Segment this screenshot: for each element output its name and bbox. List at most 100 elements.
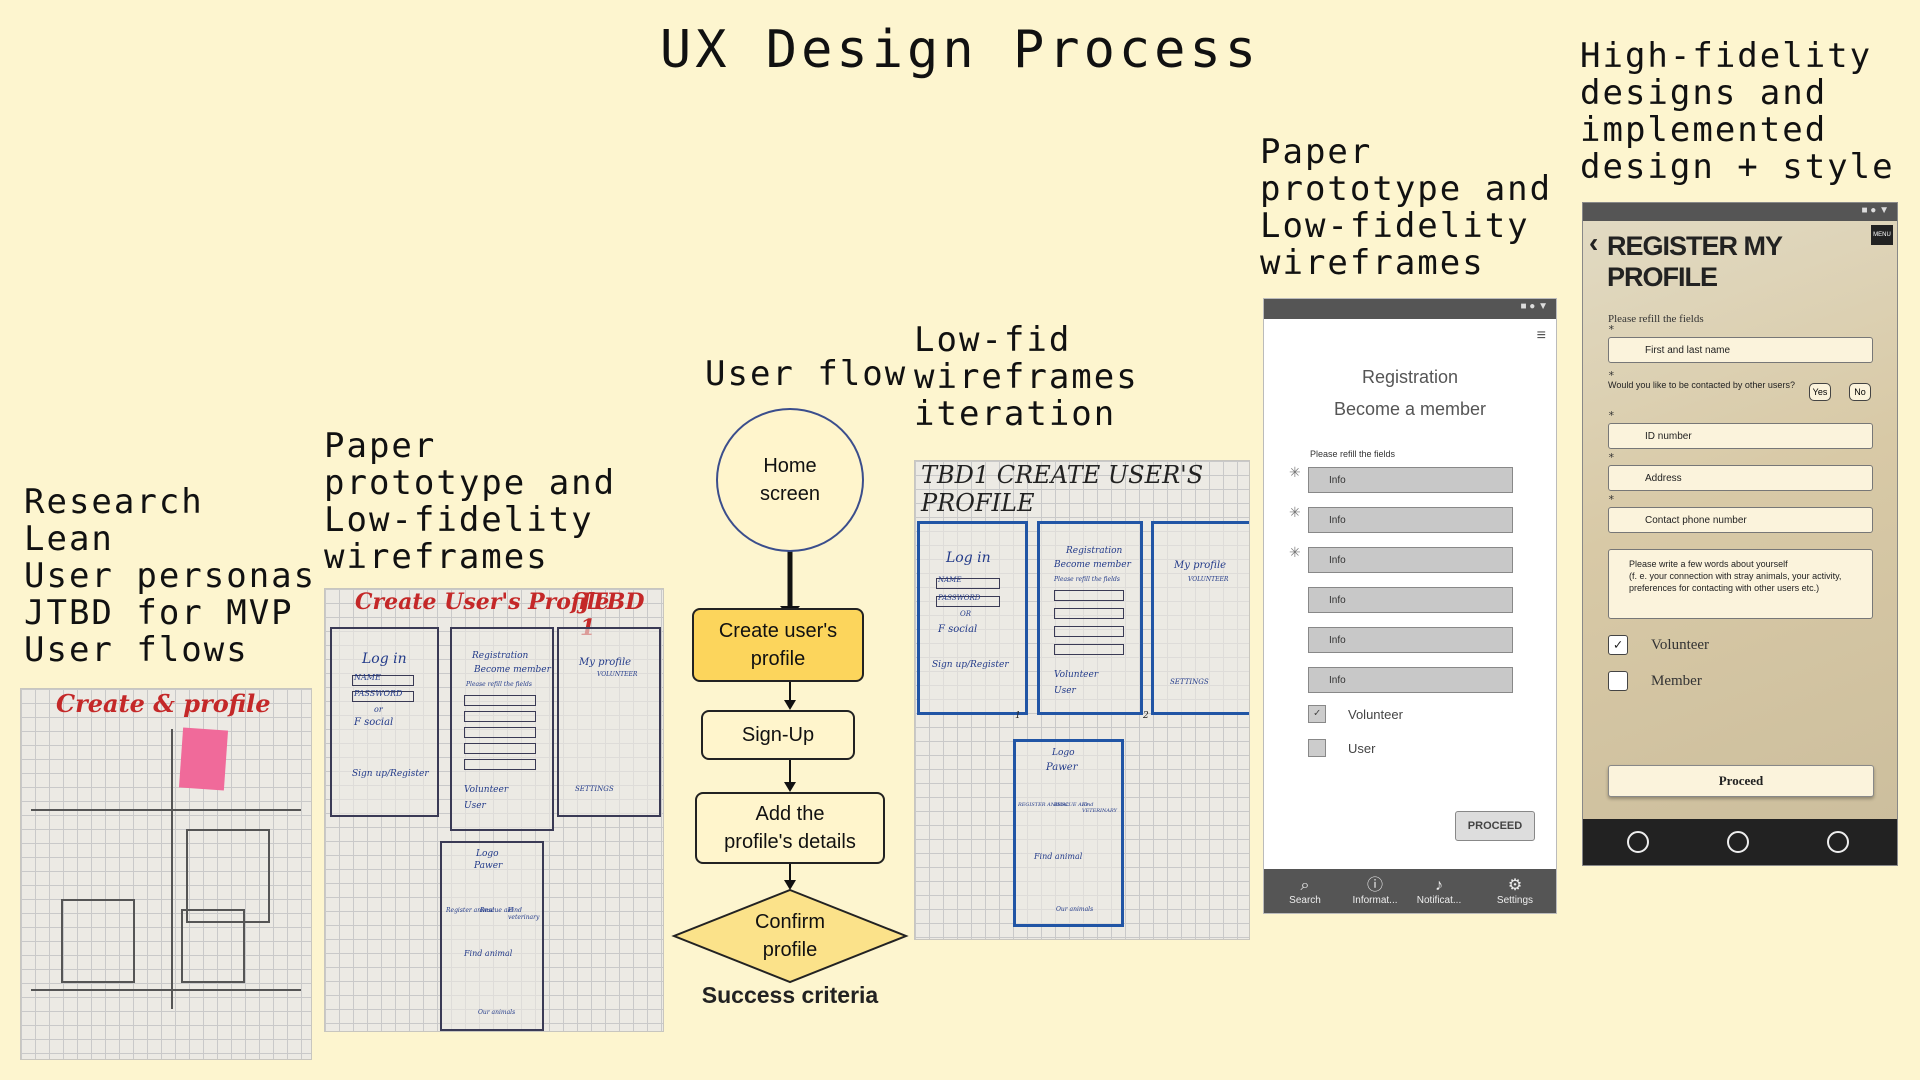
volunteer-checkbox[interactable]: ✓ <box>1308 705 1326 723</box>
sketch-number: 1 <box>1015 711 1021 721</box>
sketch-text: Registration <box>472 651 529 661</box>
info-field[interactable]: Info <box>1308 667 1513 693</box>
proceed-button[interactable]: PROCEED <box>1455 811 1535 841</box>
flow-node-confirm: Confirm profile <box>730 906 850 966</box>
sketch-box <box>61 899 135 983</box>
stage-label-paper2: Paper prototype and Low-fidelity wirefra… <box>1260 132 1553 283</box>
stage-label-research: Research Lean User personas JTBD for MVP… <box>24 482 317 670</box>
sketch-text: RESCUE AID <box>1054 802 1088 808</box>
sketch-text: Registration <box>1066 546 1123 556</box>
stage-label-hifi: High-fidelity designs and implemented de… <box>1580 36 1895 187</box>
stage-label-paper: Paper prototype and Low-fidelity wirefra… <box>324 426 617 577</box>
sketch-input <box>1054 608 1124 619</box>
sketch-text: F social <box>938 624 978 635</box>
info-icon: ⓘ <box>1366 877 1383 894</box>
sketch-home-screen: Logo Pawer REGISTER ANIMAL RESCUE AID Fi… <box>1013 739 1124 927</box>
research-sketch: Create & profile <box>20 688 312 1060</box>
required-icon: ✳ <box>1289 465 1301 481</box>
flow-node-signup: Sign-Up <box>701 710 855 760</box>
nav-search[interactable]: ⌕Search <box>1270 877 1340 906</box>
sketch-text: My profile <box>579 657 632 668</box>
about-field[interactable]: Please write a few words about yourself … <box>1608 549 1873 619</box>
stage-label-userflow: User flow <box>705 354 908 394</box>
sketch-input <box>352 691 414 702</box>
nav-label: Notificat... <box>1416 895 1462 906</box>
sketch-text: Pawer <box>474 861 503 871</box>
address-field[interactable]: Address <box>1608 465 1873 491</box>
gear-icon: ⚙ <box>1507 877 1523 894</box>
sketch-text: SETTINGS <box>575 785 614 793</box>
wireframe-title: Registration <box>1361 367 1459 387</box>
arrowhead <box>784 782 796 792</box>
sketch-text: Log in <box>362 651 407 667</box>
divider <box>171 729 173 1009</box>
sketch-text: Our animals <box>478 1009 516 1016</box>
required-icon: ✳ <box>1289 545 1301 561</box>
volunteer-label: Volunteer <box>1651 637 1710 653</box>
info-field[interactable]: Info <box>1308 507 1513 533</box>
nav-notifications[interactable]: ♪Notificat... <box>1404 877 1474 906</box>
menu-button[interactable]: MENU <box>1871 225 1893 245</box>
sketch-text: VOLUNTEER <box>1188 576 1229 583</box>
info-field[interactable]: Info <box>1308 587 1513 613</box>
sketch-text: User <box>1054 686 1076 696</box>
sketch-heading: Create User's Profile <box>355 589 610 615</box>
stage-label-lowfid: Low-fid wireframes iteration <box>914 320 1139 434</box>
sketch-text: User <box>464 801 486 811</box>
user-label: User <box>1348 741 1376 756</box>
yes-button[interactable]: Yes <box>1809 383 1831 401</box>
sketch-input <box>464 695 536 706</box>
info-field[interactable]: Info <box>1308 627 1513 653</box>
search-icon: ⌕ <box>1300 877 1310 894</box>
sketch-input <box>936 578 1000 589</box>
lowfid-iteration-sketch: TBD1 CREATE USER'S PROFILE Log in NAME P… <box>914 460 1250 940</box>
flow-node-label: Confirm profile <box>754 911 825 961</box>
back-icon[interactable]: ‹ <box>1589 227 1599 258</box>
sketch-input <box>464 759 536 770</box>
id-number-field[interactable]: ID number <box>1608 423 1873 449</box>
volunteer-checkbox[interactable]: ✓ <box>1608 635 1628 655</box>
no-button[interactable]: No <box>1849 383 1871 401</box>
sketch-text: Logo <box>1052 748 1075 758</box>
info-field[interactable]: Info <box>1308 547 1513 573</box>
user-checkbox[interactable] <box>1308 739 1326 757</box>
sketch-text: F social <box>354 717 394 728</box>
nav-label: Settings <box>1496 895 1534 906</box>
sketch-text: Pawer <box>1046 762 1078 773</box>
menu-icon[interactable]: ≡ <box>1536 327 1546 344</box>
divider <box>31 809 301 811</box>
arrowhead <box>784 700 796 710</box>
nav-settings[interactable]: ⚙Settings <box>1480 877 1550 906</box>
sketch-profile-screen: My profile VOLUNTEER SETTINGS <box>557 627 661 817</box>
sketch-login-screen: Log in NAME PASSWORD or F social Sign up… <box>330 627 439 817</box>
info-field[interactable]: Info <box>1308 467 1513 493</box>
sketch-text: NAME <box>938 576 962 584</box>
name-field[interactable]: First and last name <box>1608 337 1873 363</box>
member-checkbox[interactable] <box>1608 671 1628 691</box>
sketch-input <box>1054 626 1124 637</box>
status-icons: ■ ● ▼ <box>1520 301 1548 312</box>
sketch-text: Volunteer <box>464 785 509 795</box>
sketch-login-screen: Log in NAME PASSWORD OR F social Sign up… <box>917 521 1028 715</box>
profile-icon[interactable] <box>1727 831 1749 853</box>
sketch-text: Find animal <box>1034 852 1083 861</box>
sketch-input <box>1054 644 1124 655</box>
flow-node-add-details: Add the profile's details <box>695 792 885 864</box>
phone-field[interactable]: Contact phone number <box>1608 507 1873 533</box>
sketch-text: Rescue aid <box>480 907 514 914</box>
proceed-button[interactable]: Proceed <box>1608 765 1874 797</box>
sketch-text: Please refill the fields <box>1054 576 1120 583</box>
nav-label: Search <box>1289 895 1321 906</box>
required-icon: * <box>1608 493 1615 506</box>
sketch-text: Sign up/Register <box>352 769 429 779</box>
paper-prototype-sketch: Create User's Profile JTBD 1 Log in NAME… <box>324 588 664 1032</box>
sketch-number: 2 <box>1143 711 1149 721</box>
flow-node-label: Create user's profile <box>718 620 838 670</box>
sketch-text: Sign up/Register <box>932 660 1009 670</box>
location-icon[interactable] <box>1627 831 1649 853</box>
sketch-text: or <box>374 705 383 714</box>
sketch-input <box>464 727 536 738</box>
notification-icon[interactable] <box>1827 831 1849 853</box>
sketch-input <box>464 743 536 754</box>
